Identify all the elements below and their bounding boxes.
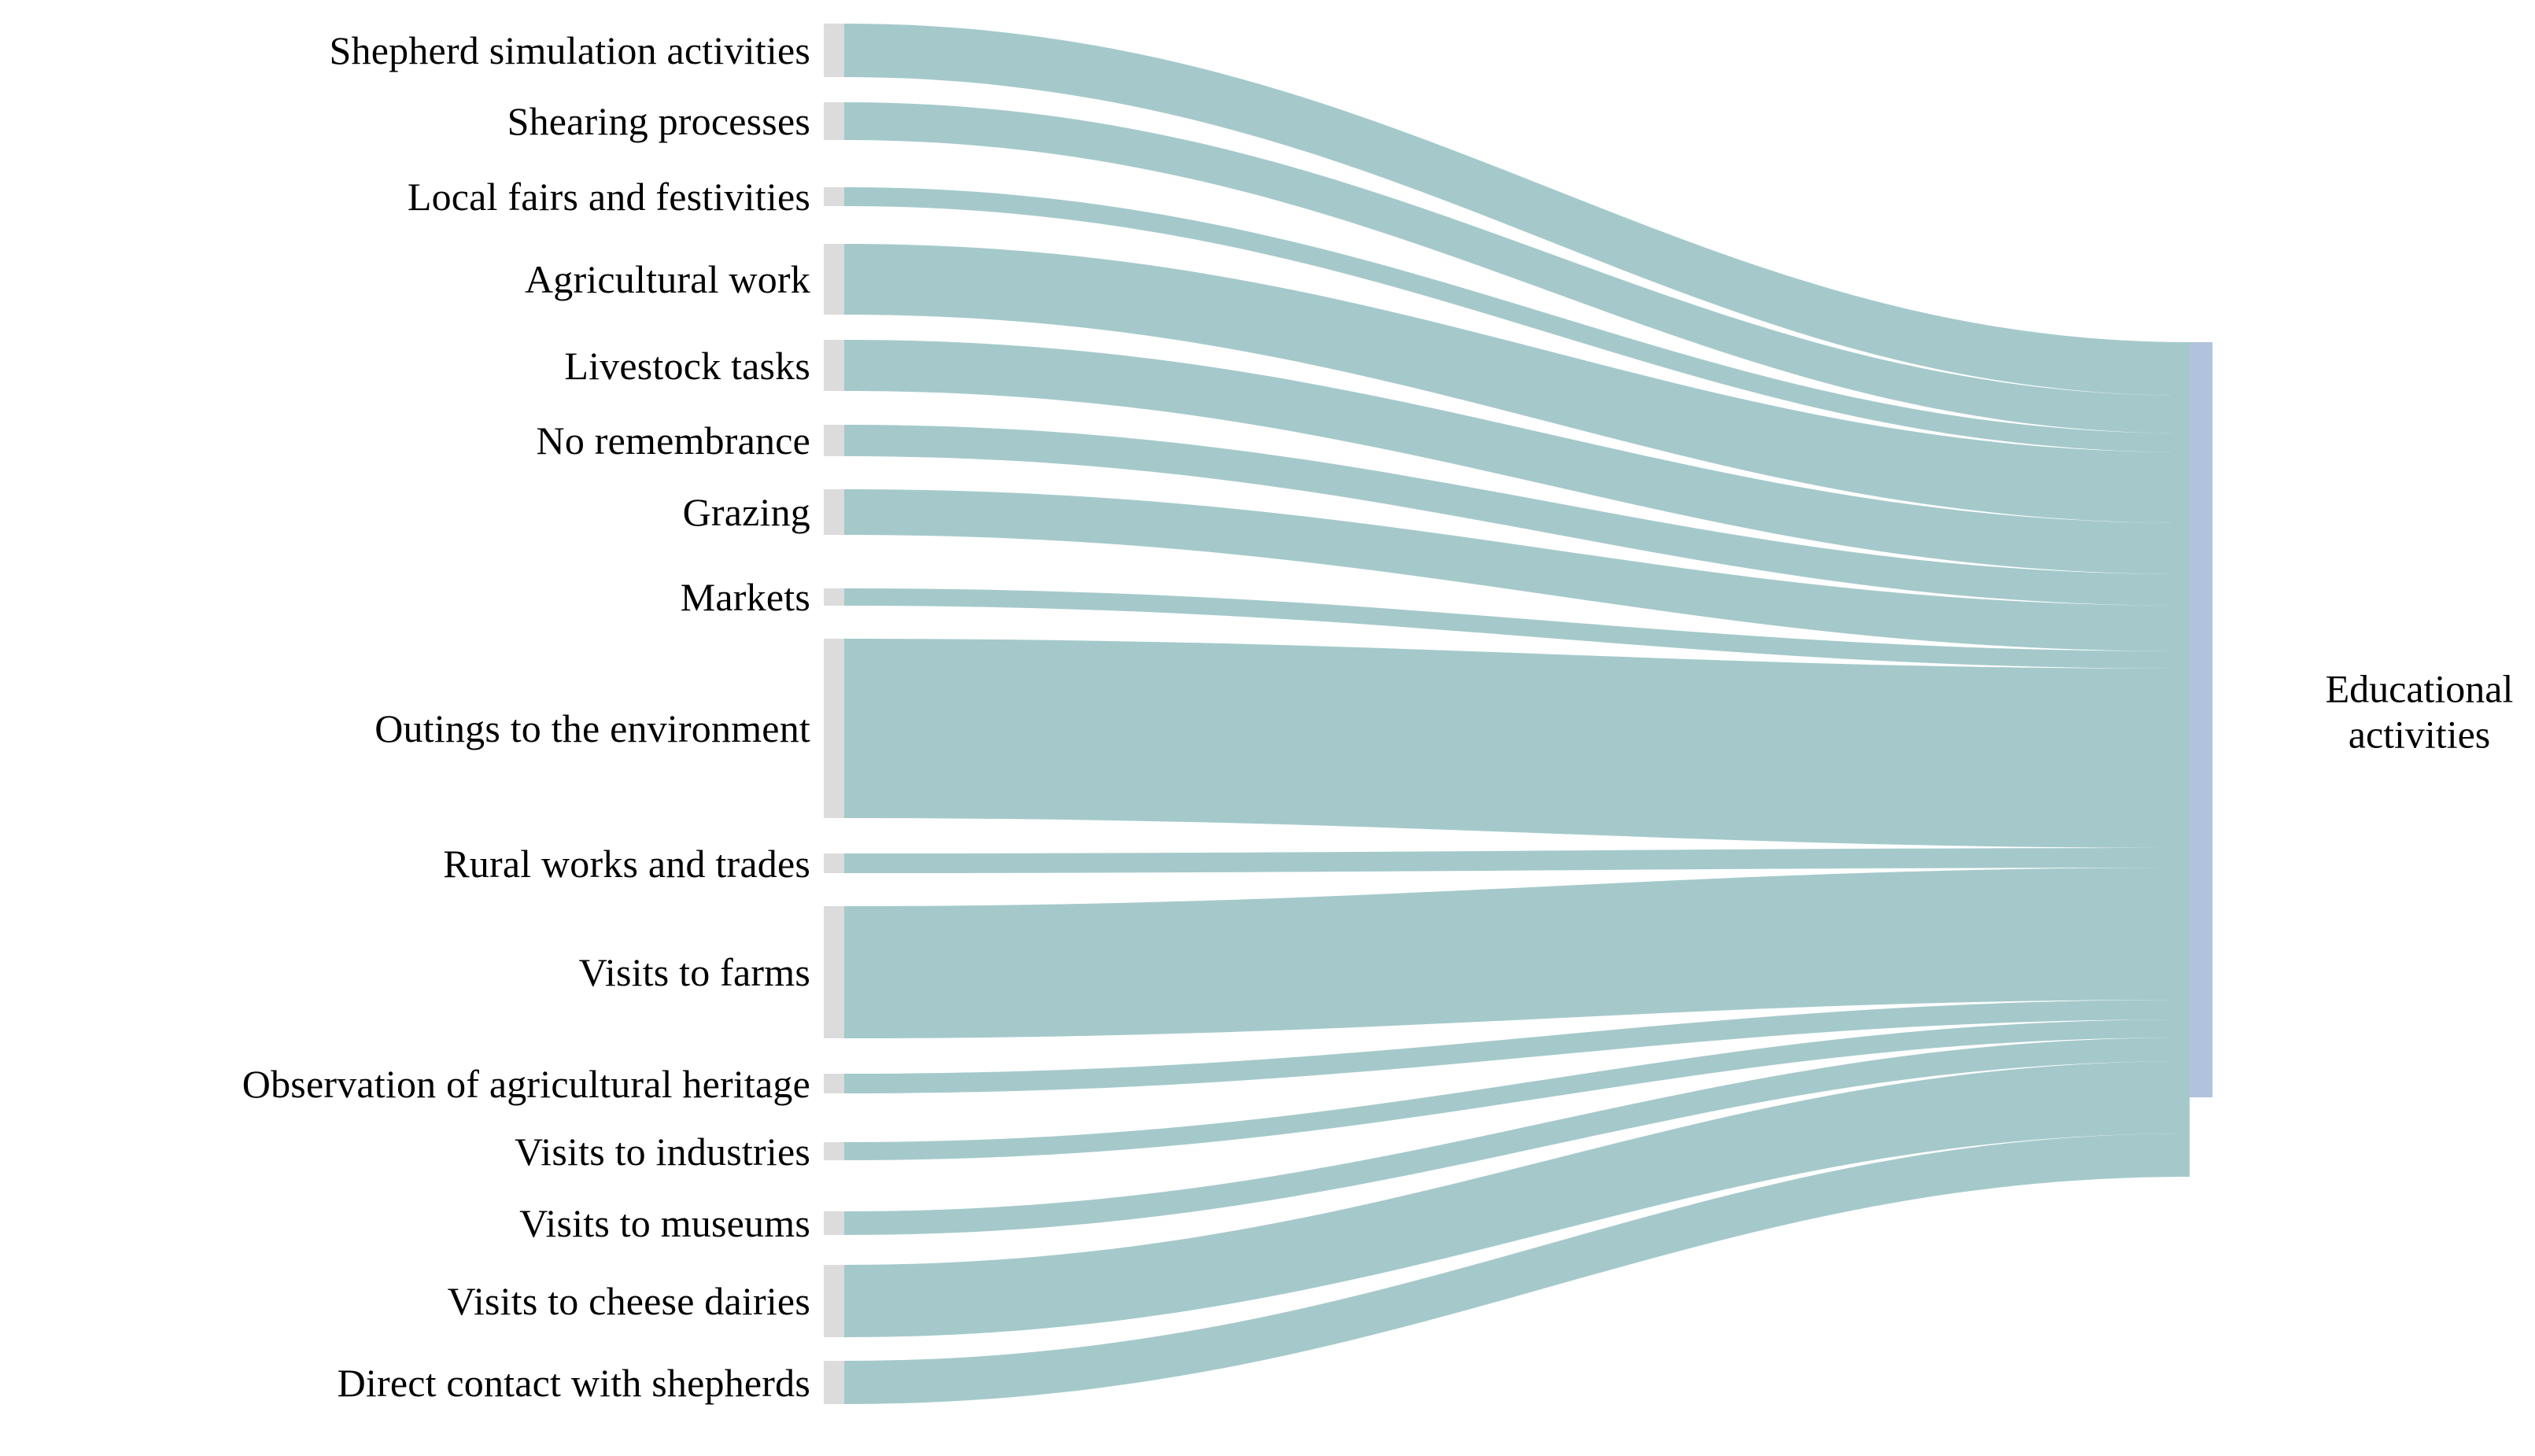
- sankey-link: [844, 1061, 2190, 1337]
- sankey-source-node[interactable]: [824, 853, 844, 873]
- source-node-label: Rural works and trades: [443, 841, 810, 886]
- sankey-source-node[interactable]: [824, 489, 844, 535]
- source-node-label: Shepherd simulation activities: [329, 28, 810, 72]
- sankey-source-node[interactable]: [824, 639, 844, 818]
- sankey-source-node[interactable]: [824, 1074, 844, 1093]
- sankey-links-group: [844, 24, 2190, 1404]
- sankey-link: [844, 340, 2190, 574]
- sankey-source-node[interactable]: [824, 1142, 844, 1160]
- source-node-label: Markets: [680, 575, 810, 619]
- source-node-label: Visits to cheese dairies: [447, 1279, 810, 1323]
- sankey-link: [844, 848, 2190, 873]
- sankey-link: [844, 1000, 2190, 1093]
- sankey-link: [844, 489, 2190, 651]
- target-label-line-2: activities: [2348, 712, 2491, 756]
- sankey-source-node[interactable]: [824, 1361, 844, 1404]
- sankey-link: [844, 868, 2190, 1038]
- source-node-label: Visits to industries: [514, 1129, 810, 1174]
- sankey-target-node[interactable]: [2190, 342, 2212, 1097]
- sankey-source-node[interactable]: [824, 102, 844, 140]
- sankey-source-node[interactable]: [824, 244, 844, 315]
- sankey-link: [844, 588, 2190, 669]
- source-node-label: Shearing processes: [507, 99, 810, 143]
- sankey-source-node[interactable]: [824, 588, 844, 606]
- source-node-label: Observation of agricultural heritage: [242, 1061, 810, 1106]
- sankey-target-node-group: [2171, 342, 2212, 1097]
- sankey-link: [844, 425, 2190, 606]
- sankey-source-node[interactable]: [824, 1211, 844, 1235]
- sankey-link: [844, 24, 2190, 396]
- source-node-label: Visits to farms: [578, 950, 810, 994]
- target-node-label: Educational activities: [2250, 667, 2535, 757]
- sankey-link: [844, 1038, 2190, 1235]
- target-label-line-1: Educational: [2325, 666, 2514, 711]
- source-node-label: No remembrance: [536, 418, 810, 463]
- source-node-label: Grazing: [682, 490, 810, 534]
- sankey-target-node-teal: [2171, 342, 2190, 1097]
- sankey-source-node[interactable]: [824, 24, 844, 77]
- sankey-link: [844, 187, 2190, 452]
- source-node-label: Livestock tasks: [564, 343, 810, 388]
- sankey-source-node[interactable]: [824, 1265, 844, 1337]
- source-node-label: Visits to museums: [519, 1201, 810, 1245]
- source-node-label: Local fairs and festivities: [407, 175, 810, 219]
- source-node-label: Outings to the environment: [375, 706, 810, 750]
- sankey-link: [844, 1019, 2190, 1160]
- sankey-source-node[interactable]: [824, 906, 844, 1038]
- sankey-source-nodes-group: [824, 24, 844, 1404]
- source-node-label: Agricultural work: [524, 257, 810, 301]
- sankey-source-node[interactable]: [824, 425, 844, 456]
- source-node-label: Direct contact with shepherds: [337, 1360, 810, 1405]
- sankey-link: [844, 244, 2190, 523]
- sankey-link: [844, 1133, 2190, 1404]
- sankey-source-node[interactable]: [824, 187, 844, 206]
- sankey-link: [844, 102, 2190, 433]
- sankey-source-node[interactable]: [824, 340, 844, 391]
- sankey-link: [844, 639, 2190, 848]
